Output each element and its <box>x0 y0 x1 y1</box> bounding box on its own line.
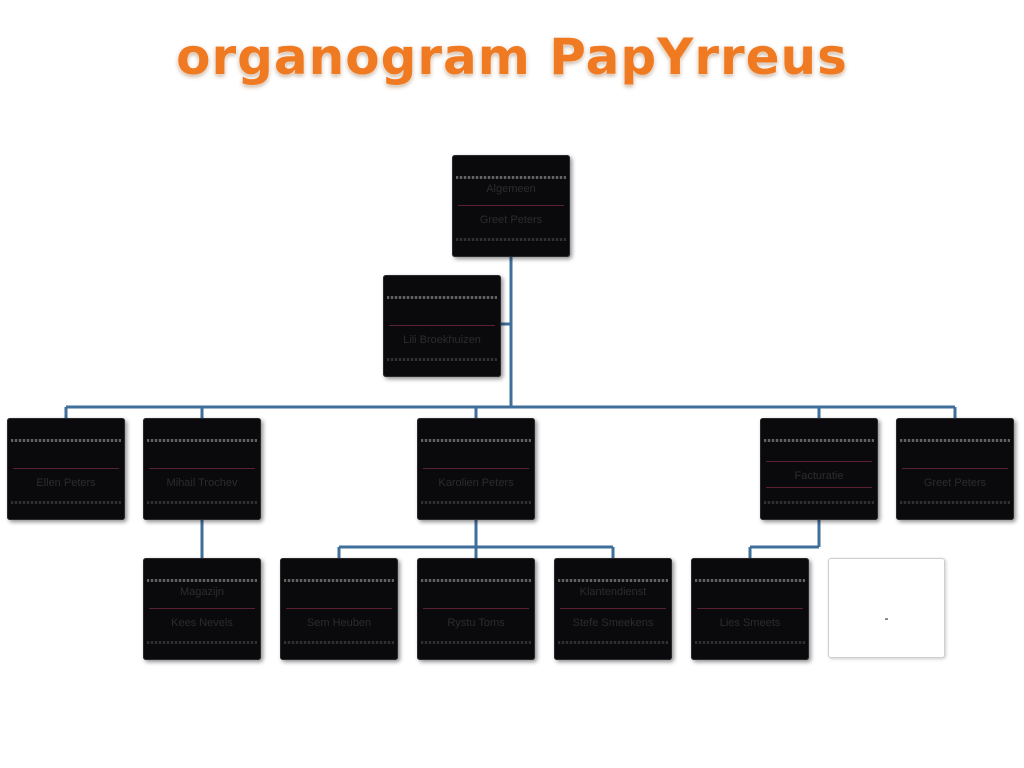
box-stripe <box>421 641 531 644</box>
box-stripe <box>147 439 257 442</box>
box-divider <box>902 468 1008 469</box>
box-divider <box>149 608 255 609</box>
box-stripe <box>11 439 121 442</box>
org-box-person: Ellen Peters <box>36 477 96 489</box>
box-stripe <box>695 579 805 582</box>
box-divider <box>149 468 255 469</box>
box-divider <box>13 468 119 469</box>
box-divider <box>560 608 666 609</box>
box-stripe <box>900 501 1010 504</box>
box-stripe <box>900 439 1010 442</box>
org-box-person: Lili Broekhuizen <box>403 334 481 346</box>
org-box-level2[interactable]: Facturatie <box>760 418 878 520</box>
box-stripe <box>558 641 668 644</box>
org-box-person: Lies Smeets <box>719 617 781 629</box>
org-box-level3[interactable]: Klantendienst Stefe Smeekens <box>554 558 672 660</box>
org-box-level3-empty[interactable]: - <box>828 558 945 658</box>
box-stripe <box>695 641 805 644</box>
box-stripe <box>764 501 874 504</box>
box-stripe <box>387 358 497 361</box>
box-stripe <box>421 501 531 504</box>
org-box-level3[interactable]: Lies Smeets <box>691 558 809 660</box>
box-stripe <box>284 641 394 644</box>
org-box-person: Stefe Smeekens <box>572 617 654 629</box>
box-stripe <box>456 176 566 179</box>
org-box-person: Karolien Peters <box>438 477 514 489</box>
box-stripe <box>421 439 531 442</box>
org-box-person: Rystu Toms <box>447 617 505 629</box>
box-stripe <box>421 579 531 582</box>
box-divider <box>286 608 392 609</box>
box-stripe <box>147 579 257 582</box>
org-box-person: Greet Peters <box>479 214 543 226</box>
box-stripe <box>284 579 394 582</box>
org-box-level2[interactable]: Greet Peters <box>896 418 1014 520</box>
box-divider <box>766 487 872 488</box>
org-box-role: Klantendienst <box>579 586 647 598</box>
box-stripe <box>11 501 121 504</box>
org-box-level2[interactable]: Karolien Peters <box>417 418 535 520</box>
org-box-staff[interactable]: Lili Broekhuizen <box>383 275 501 377</box>
org-box-person: Mihail Trochev <box>166 477 238 489</box>
org-box-level3[interactable]: Rystu Toms <box>417 558 535 660</box>
org-box-level3[interactable]: Sem Heuben <box>280 558 398 660</box>
org-box-role: Magazijn <box>179 586 225 598</box>
box-divider <box>423 608 529 609</box>
org-box-root[interactable]: Algemeen Greet Peters <box>452 155 570 257</box>
org-box-person: Kees Nevels <box>171 617 233 629</box>
org-box-person: - <box>884 611 889 625</box>
org-box-person: Greet Peters <box>923 477 987 489</box>
org-box-level2[interactable]: Ellen Peters <box>7 418 125 520</box>
box-stripe <box>558 579 668 582</box>
org-box-level3[interactable]: Magazijn Kees Nevels <box>143 558 261 660</box>
box-divider <box>458 205 564 206</box>
org-box-role: Algemeen <box>486 183 536 195</box>
box-stripe <box>764 439 874 442</box>
box-divider <box>697 608 803 609</box>
box-stripe <box>456 238 566 241</box>
box-divider <box>389 325 495 326</box>
page-title: organogram PapYrreus <box>176 28 848 86</box>
org-box-level2[interactable]: Mihail Trochev <box>143 418 261 520</box>
org-box-person: Sem Heuben <box>306 617 372 629</box>
box-divider <box>423 468 529 469</box>
box-divider <box>766 461 872 462</box>
box-stripe <box>147 641 257 644</box>
box-stripe <box>147 501 257 504</box>
box-stripe <box>387 296 497 299</box>
org-box-subrole: Facturatie <box>794 470 844 482</box>
